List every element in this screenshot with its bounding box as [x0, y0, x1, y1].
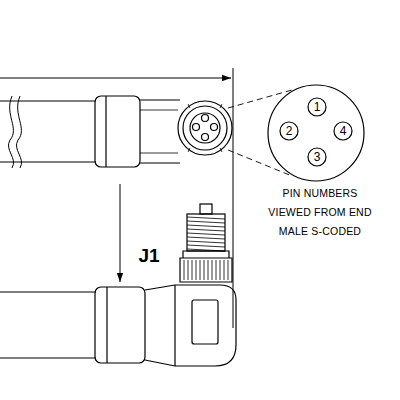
pin-number: 3	[314, 151, 321, 163]
pin-number: 4	[340, 125, 347, 137]
view-note: VIEWED FROM END	[268, 207, 371, 218]
dimension-line	[0, 78, 231, 79]
bottom-cable	[0, 204, 236, 366]
view-leader	[228, 150, 292, 176]
pin-number: 1	[314, 101, 321, 113]
top-cable	[0, 96, 232, 168]
pin-number: 2	[286, 125, 293, 137]
pin-end-view	[268, 85, 364, 181]
view-note: MALE S-CODED	[279, 226, 361, 237]
connector-reference: J1	[138, 246, 159, 265]
reference-arrow	[120, 184, 121, 282]
view-note: PIN NUMBERS	[282, 188, 357, 199]
